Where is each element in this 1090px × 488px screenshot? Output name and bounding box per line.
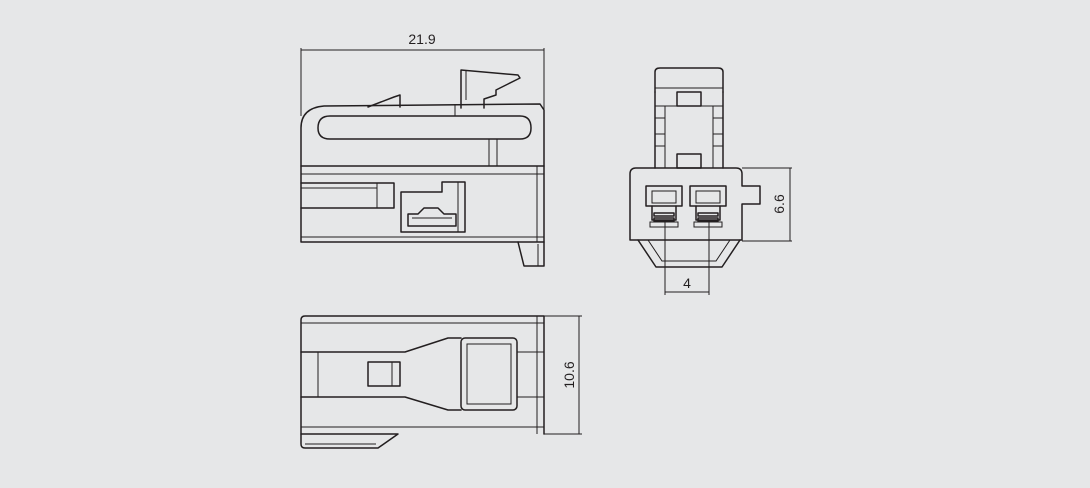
front-view: 6.6 4 [629,67,792,295]
width-dimension: 10.6 [544,315,582,435]
width-dimension-label: 10.6 [561,361,577,388]
pitch-dimension-label: 4 [683,275,691,291]
top-view: 10.6 [300,315,582,449]
length-dimension-label: 21.9 [408,31,435,47]
side-view: 21.9 [300,31,545,267]
height-dimension-label: 6.6 [771,194,787,214]
pitch-dimension: 4 [664,222,710,295]
height-dimension: 6.6 [742,167,792,242]
length-dimension: 21.9 [300,31,545,116]
